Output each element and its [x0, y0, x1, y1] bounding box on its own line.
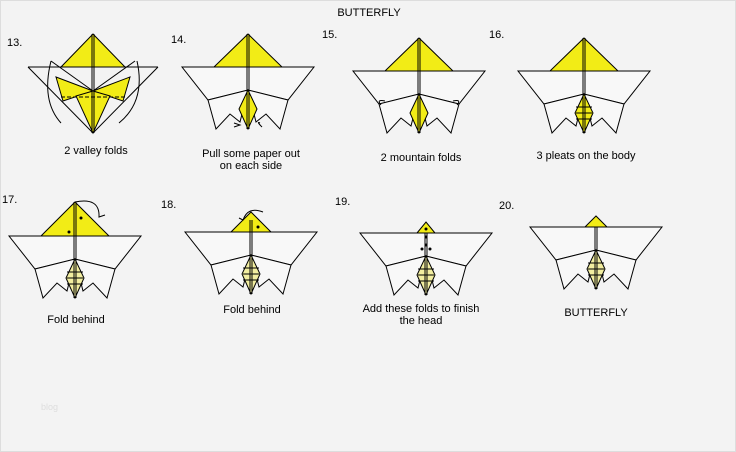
fold-arrow-icon	[452, 100, 460, 106]
head-triangle	[59, 33, 127, 68]
left-lower-wing	[555, 249, 597, 290]
left-lower-wing	[207, 89, 249, 130]
head-triangle	[212, 33, 284, 68]
fold-line	[50, 60, 94, 92]
right-lower-wing	[247, 89, 289, 130]
right-lower-wing	[583, 93, 625, 134]
step-13-caption: 2 valley folds	[64, 145, 128, 157]
step-20-caption: BUTTERFLY	[564, 307, 628, 319]
right-lower-wing	[425, 255, 467, 296]
fold-line	[92, 60, 136, 92]
step-15-caption: 2 mountain folds	[380, 152, 462, 164]
step-18-caption: Fold behind	[223, 304, 281, 316]
body	[75, 90, 111, 135]
step-17-number: 17.	[2, 194, 18, 206]
head-triangle	[548, 37, 620, 72]
head-triangle	[39, 201, 111, 237]
step-13-number: 13.	[7, 37, 23, 49]
fold-dot	[67, 230, 71, 234]
fold-arrow-icon	[257, 122, 263, 128]
left-lower-wing	[543, 93, 585, 134]
step-17-caption: Fold behind	[47, 314, 105, 326]
wing-edge	[27, 66, 94, 134]
step-19-caption: Add these folds to finish the head	[362, 303, 480, 327]
fold-dot	[424, 235, 428, 239]
fold-arrow-icon	[74, 200, 106, 218]
left-lower-wing	[210, 254, 252, 295]
left-lower-wing	[378, 93, 420, 134]
fold-arrow-icon	[118, 60, 140, 124]
fold-arrow-icon	[47, 60, 62, 124]
step-20-number: 20.	[499, 200, 515, 212]
head-triangle	[383, 37, 455, 72]
step-18-number: 18.	[161, 199, 177, 211]
step-14-caption: Pull some paper out on each side	[202, 148, 300, 172]
right-lower-wing	[250, 254, 292, 295]
fold-dot	[79, 216, 83, 220]
right-lower-wing	[418, 93, 460, 134]
body	[238, 88, 258, 131]
right-lower-wing	[74, 258, 116, 299]
fold-arrow-icon	[238, 209, 264, 221]
fold-dot	[424, 243, 428, 247]
head-triangle	[583, 215, 609, 228]
step-19-number: 19.	[335, 196, 351, 208]
step-14-number: 14.	[171, 34, 187, 46]
fold-arrow-icon	[378, 100, 386, 106]
right-lower-wing	[595, 249, 637, 290]
fold-dot	[428, 247, 432, 251]
step-15-number: 15.	[322, 29, 338, 41]
wing-edge	[92, 66, 159, 134]
fold-dot	[424, 227, 428, 231]
left-lower-wing	[34, 258, 76, 299]
watermark: blog	[41, 402, 59, 412]
body	[409, 92, 429, 135]
diagram-title: BUTTERFLY	[337, 7, 401, 19]
fold-arrow-icon	[233, 122, 242, 128]
fold-dot	[256, 225, 260, 229]
step-16-caption: 3 pleats on the body	[536, 150, 636, 162]
left-lower-wing	[385, 255, 427, 296]
step-16-number: 16.	[489, 29, 505, 41]
fold-dot	[420, 247, 424, 251]
head-triangle	[229, 211, 273, 233]
